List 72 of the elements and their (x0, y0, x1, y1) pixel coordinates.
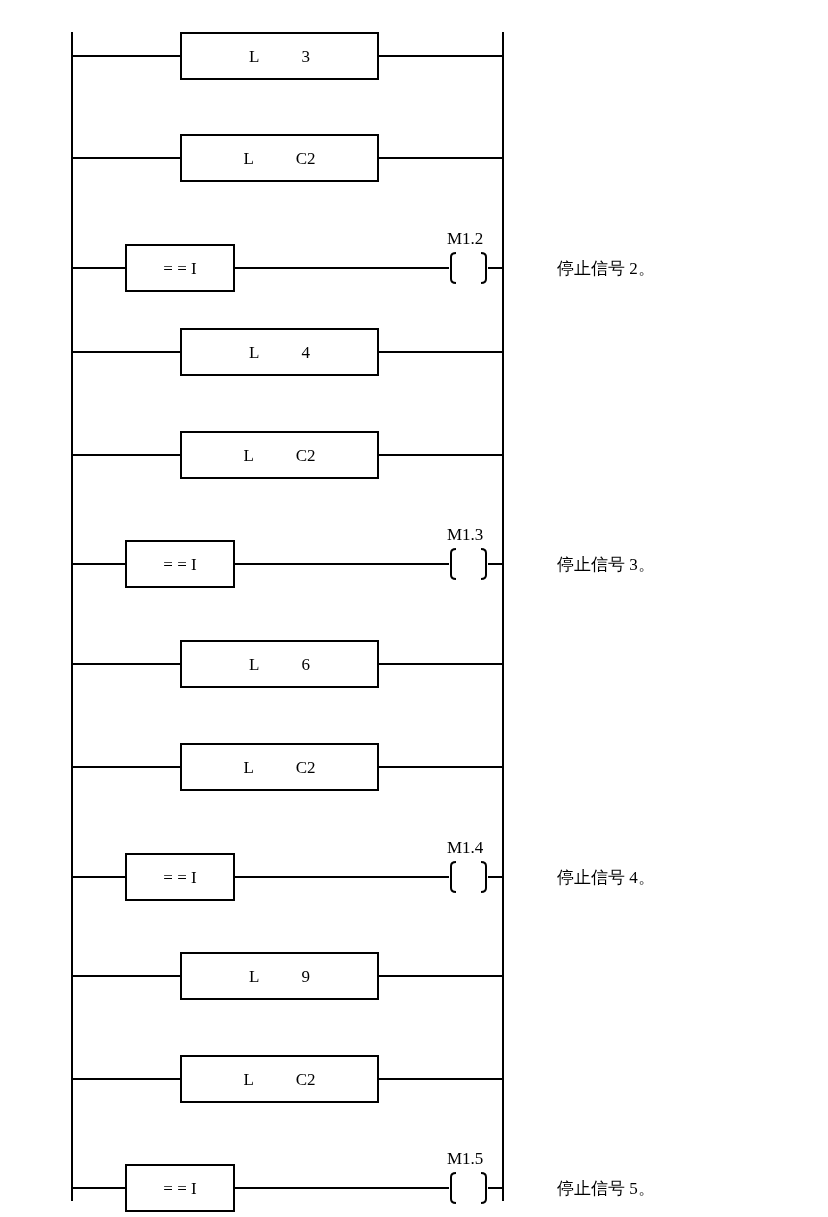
load-instruction-box (180, 134, 379, 182)
wire (234, 876, 450, 878)
compare-instruction-box (125, 244, 235, 292)
operand-text: 6 (301, 655, 310, 673)
instruction-text: L (249, 343, 260, 361)
instruction-text: L (243, 1070, 254, 1088)
wire (378, 454, 504, 456)
wire (71, 157, 181, 159)
coil-address: M1.3 (447, 526, 484, 543)
instruction-text: L (243, 446, 254, 464)
compare-instruction-box (125, 1164, 235, 1212)
wire (378, 157, 504, 159)
comment-text: 停止信号 2。 (557, 260, 655, 277)
wire (71, 563, 126, 565)
comment-text: 停止信号 5。 (557, 1180, 655, 1197)
compare-instruction-box (125, 853, 235, 901)
coil-symbol (449, 548, 488, 580)
wire (71, 55, 181, 57)
wire (378, 351, 504, 353)
load-instruction-box (180, 640, 379, 688)
instruction-text: = = I (163, 555, 197, 573)
wire (378, 975, 504, 977)
operand-text: 4 (301, 343, 310, 361)
wire (234, 563, 450, 565)
compare-instruction-box (125, 540, 235, 588)
instruction-text: L (249, 655, 260, 673)
operand-text: C2 (295, 149, 316, 167)
operand-text: 3 (301, 47, 310, 65)
wire (487, 563, 504, 565)
wire (378, 663, 504, 665)
coil-address: M1.5 (447, 1150, 484, 1167)
wire (487, 876, 504, 878)
instruction-text: = = I (163, 259, 197, 277)
wire (71, 1078, 181, 1080)
comment-text: 停止信号 4。 (557, 869, 655, 886)
load-instruction-box (180, 1055, 379, 1103)
wire (378, 55, 504, 57)
wire (487, 267, 504, 269)
operand-text: 9 (301, 967, 310, 985)
operand-text: C2 (295, 758, 316, 776)
wire (487, 1187, 504, 1189)
comment-text: 停止信号 3。 (557, 556, 655, 573)
instruction-text: L (249, 47, 260, 65)
coil-symbol (449, 1172, 488, 1204)
wire (71, 663, 181, 665)
operand-text: C2 (295, 446, 316, 464)
instruction-text: L (243, 758, 254, 776)
wire (234, 1187, 450, 1189)
wire (378, 1078, 504, 1080)
load-instruction-box (180, 32, 379, 80)
instruction-text: = = I (163, 1179, 197, 1197)
wire (71, 454, 181, 456)
instruction-text: L (243, 149, 254, 167)
load-instruction-box (180, 328, 379, 376)
instruction-text: L (249, 967, 260, 985)
wire (71, 975, 181, 977)
wire (71, 267, 126, 269)
wire (71, 876, 126, 878)
load-instruction-box (180, 952, 379, 1000)
wire (71, 351, 181, 353)
load-instruction-box (180, 743, 379, 791)
wire (71, 1187, 126, 1189)
coil-symbol (449, 252, 488, 284)
wire (234, 267, 450, 269)
wire (378, 766, 504, 768)
instruction-text: = = I (163, 868, 197, 886)
coil-symbol (449, 861, 488, 893)
load-instruction-box (180, 431, 379, 479)
coil-address: M1.4 (447, 839, 484, 856)
wire (71, 766, 181, 768)
operand-text: C2 (295, 1070, 316, 1088)
coil-address: M1.2 (447, 230, 484, 247)
